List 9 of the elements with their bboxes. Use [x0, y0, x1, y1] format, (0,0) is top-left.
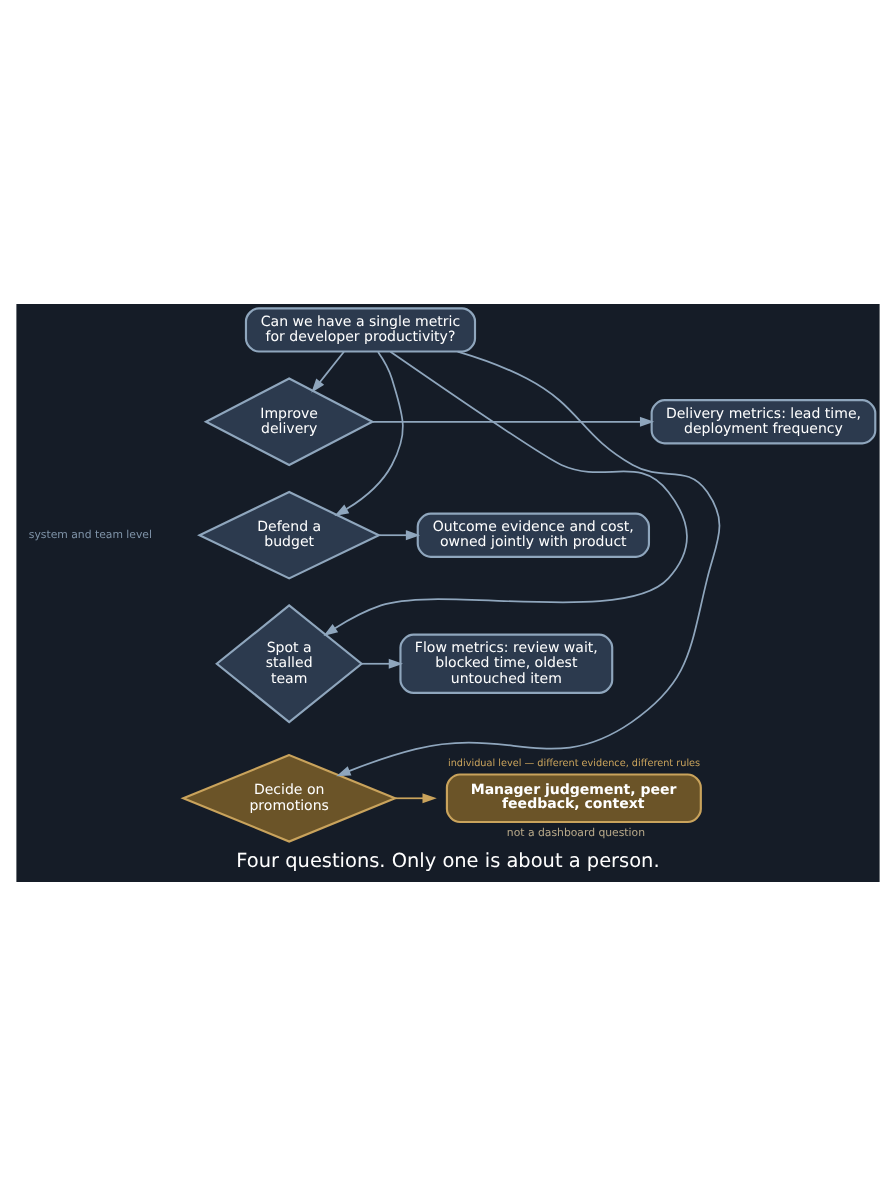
arrow [323, 349, 688, 635]
arrow [311, 349, 345, 392]
arrow [394, 792, 437, 803]
arrow [371, 415, 655, 426]
caption: Four questions. Only one is about a person. [236, 850, 660, 873]
arrow [378, 529, 421, 540]
arrow [334, 350, 404, 516]
arrow [360, 657, 404, 668]
arrow [336, 349, 721, 776]
